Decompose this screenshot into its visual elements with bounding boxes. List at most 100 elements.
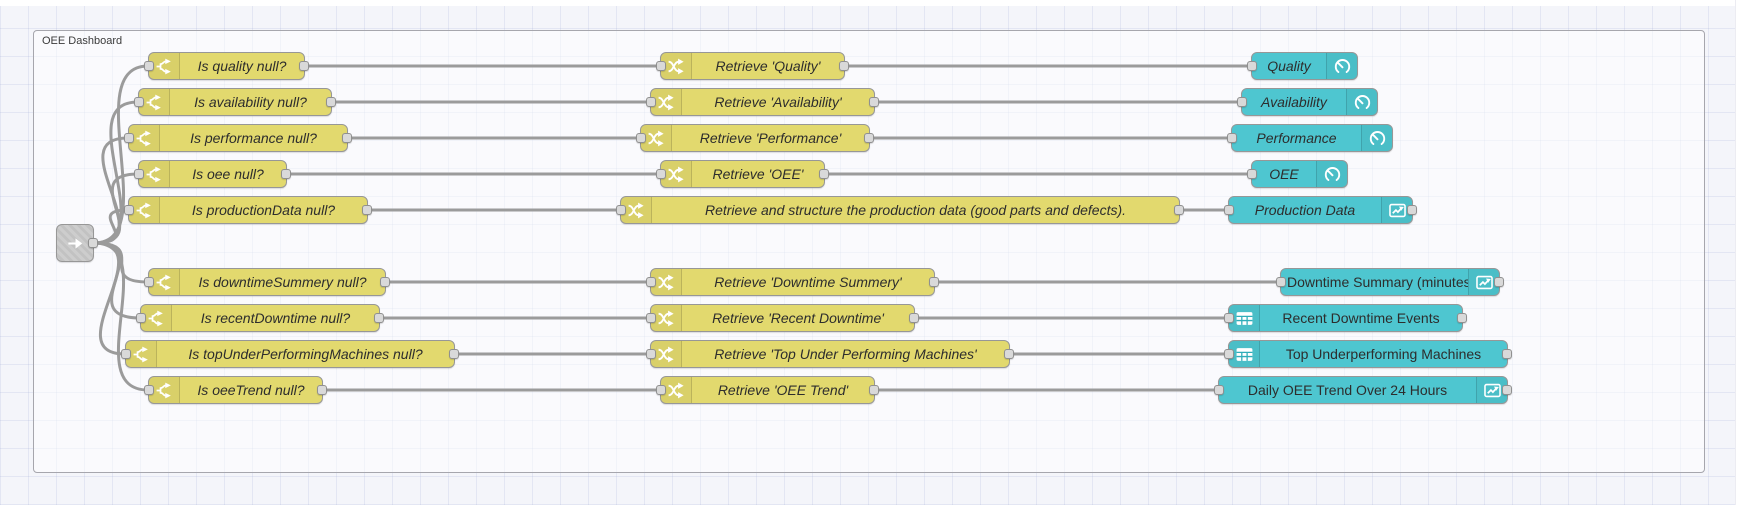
node-label: Retrieve 'OEE Trend' [717,382,849,398]
output-port[interactable] [909,313,919,323]
output-port[interactable] [1494,277,1504,287]
output-port[interactable] [1502,385,1512,395]
node-label: Quality [1267,58,1311,74]
input-port[interactable] [646,277,656,287]
ui-node-performance[interactable]: Performance [1227,124,1393,152]
vertical-scrollbar-track[interactable] [1735,0,1744,510]
switch-node-oee-trend[interactable]: Is oeeTrend null? [144,376,327,404]
node-label: Is oeeTrend null? [197,382,305,398]
change-node-retrieve-availability[interactable]: Retrieve 'Availability' [646,88,879,116]
output-port[interactable] [342,133,352,143]
input-port[interactable] [1247,61,1257,71]
node-label: Is downtimeSummery null? [198,274,367,290]
switch-node-performance[interactable]: Is performance null? [124,124,352,152]
input-port[interactable] [1247,169,1257,179]
input-port[interactable] [144,277,154,287]
input-port[interactable] [616,205,626,215]
input-port[interactable] [646,313,656,323]
output-port[interactable] [1407,205,1417,215]
input-port[interactable] [144,61,154,71]
input-port[interactable] [1276,277,1286,287]
switch-node-top-underperforming-machines[interactable]: Is topUnderPerformingMachines null? [121,340,459,368]
input-port[interactable] [124,205,134,215]
switch-node-downtime-summary[interactable]: Is downtimeSummery null? [144,268,390,296]
switch-node-recent-downtime[interactable]: Is recentDowntime null? [136,304,384,332]
node-label: Availability [1261,94,1327,110]
input-port[interactable] [656,169,666,179]
ui-node-top-underperforming-machines[interactable]: Top Underperforming Machines [1224,340,1512,368]
output-port[interactable] [864,133,874,143]
output-port[interactable] [1004,349,1014,359]
input-port[interactable] [1237,97,1247,107]
input-port[interactable] [636,133,646,143]
input-port[interactable] [134,169,144,179]
wire[interactable] [92,208,130,245]
link-in-node[interactable] [56,224,98,262]
switch-node-quality[interactable]: Is quality null? [144,52,309,80]
horizontal-scrollbar-track[interactable] [0,505,1744,510]
output-port[interactable] [1502,349,1512,359]
node-label: Is availability null? [194,94,307,110]
output-port[interactable] [929,277,939,287]
ui-node-oee[interactable]: OEE [1247,160,1348,188]
output-port[interactable] [839,61,849,71]
change-node-retrieve-top-underperforming[interactable]: Retrieve 'Top Under Performing Machines' [646,340,1014,368]
input-port[interactable] [121,349,131,359]
input-port[interactable] [134,97,144,107]
input-port[interactable] [646,97,656,107]
change-node-retrieve-performance[interactable]: Retrieve 'Performance' [636,124,874,152]
input-port[interactable] [136,313,146,323]
ui-node-recent-downtime-events[interactable]: Recent Downtime Events [1224,304,1467,332]
output-port[interactable] [819,169,829,179]
output-port[interactable] [1457,313,1467,323]
input-port[interactable] [656,385,666,395]
input-port[interactable] [646,349,656,359]
ui-node-downtime-summary[interactable]: Downtime Summary (minutes) [1276,268,1504,296]
link-in-icon [66,234,85,253]
output-port[interactable] [380,277,390,287]
ui-node-daily-oee-trend[interactable]: Daily OEE Trend Over 24 Hours [1214,376,1512,404]
output-port[interactable] [88,238,98,248]
output-port[interactable] [869,97,879,107]
output-port[interactable] [317,385,327,395]
shuffle-icon [667,165,686,184]
switch-node-availability[interactable]: Is availability null? [134,88,336,116]
change-node-retrieve-production-data[interactable]: Retrieve and structure the production da… [616,196,1184,224]
output-port[interactable] [326,97,336,107]
input-port[interactable] [1224,349,1234,359]
ui-node-production-data[interactable]: Production Data [1224,196,1417,224]
switch-icon [155,273,174,292]
output-port[interactable] [362,205,372,215]
ui-node-quality[interactable]: Quality [1247,52,1358,80]
output-port[interactable] [374,313,384,323]
shuffle-icon [667,381,686,400]
switch-node-oee[interactable]: Is oee null? [134,160,291,188]
switch-icon [155,57,174,76]
change-node-retrieve-oee-trend[interactable]: Retrieve 'OEE Trend' [656,376,879,404]
input-port[interactable] [124,133,134,143]
output-port[interactable] [281,169,291,179]
node-label: Is oee null? [192,166,264,182]
ui-node-availability[interactable]: Availability [1237,88,1378,116]
input-port[interactable] [1227,133,1237,143]
change-node-retrieve-quality[interactable]: Retrieve 'Quality' [656,52,849,80]
change-node-retrieve-oee[interactable]: Retrieve 'OEE' [656,160,829,188]
input-port[interactable] [1224,205,1234,215]
input-port[interactable] [1214,385,1224,395]
change-node-retrieve-recent-downtime[interactable]: Retrieve 'Recent Downtime' [646,304,919,332]
output-port[interactable] [1174,205,1184,215]
output-port[interactable] [449,349,459,359]
output-port[interactable] [869,385,879,395]
output-port[interactable] [299,61,309,71]
input-port[interactable] [1224,313,1234,323]
wire[interactable] [92,241,150,392]
input-port[interactable] [144,385,154,395]
change-node-retrieve-downtime-summary[interactable]: Retrieve 'Downtime Summery' [646,268,939,296]
switch-node-production-data[interactable]: Is productionData null? [124,196,372,224]
group-label: OEE Dashboard [42,35,123,47]
input-port[interactable] [656,61,666,71]
gauge-icon [1323,165,1342,184]
chart-icon [1483,381,1502,400]
